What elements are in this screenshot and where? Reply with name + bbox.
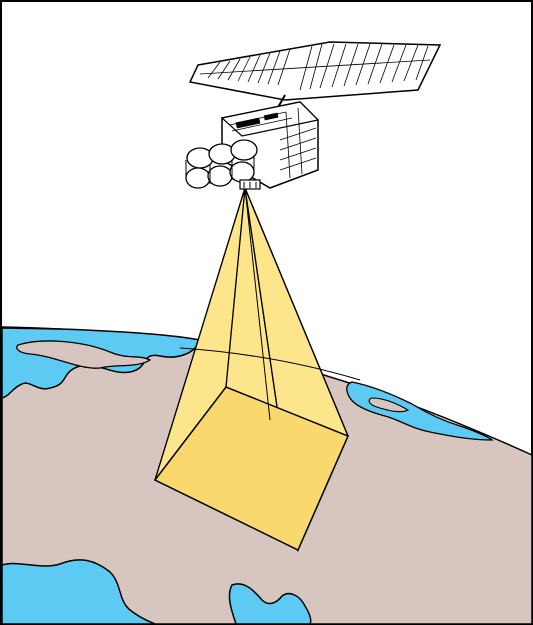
satellite-icon	[185, 41, 442, 190]
island-right	[368, 397, 410, 413]
horizon-curve	[179, 347, 361, 381]
beam-center-line	[244, 187, 271, 421]
sea-lower-left	[1, 559, 156, 625]
sensor-cameras	[185, 139, 261, 190]
sea-lower-center	[228, 583, 312, 625]
land-peninsula	[16, 340, 152, 369]
beam-edge-back-right	[244, 187, 349, 437]
solar-panel	[188, 41, 442, 101]
beam-edge-back-left	[225, 187, 246, 388]
sensor-beam	[153, 187, 361, 553]
inland-water-right	[346, 381, 494, 441]
